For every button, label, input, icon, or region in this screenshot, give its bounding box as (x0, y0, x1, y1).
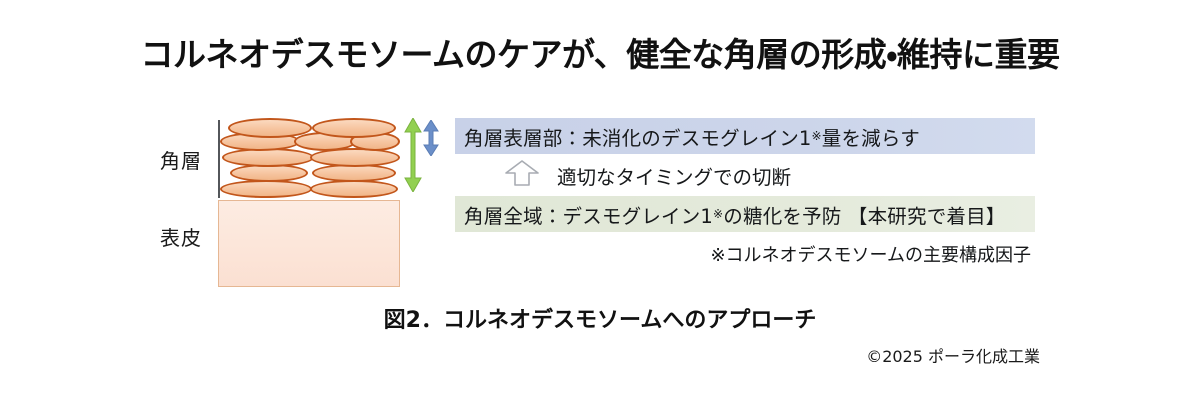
info-box-corneum-whole-suffix: の糖化を予防 【本研究で着目】 (723, 204, 1006, 228)
timing-text: 適切なタイミングでの切断 (557, 165, 792, 189)
skin-cross-section-diagram: 角層 表皮 (150, 110, 450, 290)
corneocyte-cell (310, 148, 400, 167)
info-box-corneum-surface-prefix: 角層表層部： (464, 126, 583, 150)
info-box-corneum-whole-prefix: 角層全域： (464, 204, 563, 228)
info-box-corneum-whole: 角層全域：デスモグレイン1※の糖化を予防 【本研究で着目】 (455, 196, 1035, 232)
footnote-marker-surface: ※ (811, 129, 822, 143)
info-box-corneum-surface: 角層表層部：未消化のデスモグレイン1※量を減らす (455, 118, 1035, 154)
timing-row: 適切なタイミングでの切断 (455, 154, 1035, 196)
footnote-text: ※コルネオデスモソームの主要構成因子 (710, 245, 1031, 266)
layer-label-stratum-corneum: 角層 (160, 149, 202, 173)
info-box-corneum-surface-suffix: 量を減らす (821, 126, 920, 150)
layer-label-epidermis: 表皮 (160, 226, 202, 250)
corneocyte-cell (228, 118, 312, 138)
copyright-notice: ©2025 ポーラ化成工業 (866, 347, 1040, 366)
double-arrow-surface-span-icon (423, 119, 439, 160)
corneocyte-cell (220, 180, 312, 198)
page-title: コルネオデスモソームのケアが、健全な角層の形成・維持に重要 (140, 35, 1060, 74)
info-box-corneum-whole-body: デスモグレイン1 (562, 204, 714, 228)
figure-caption: 図2．コルネオデスモソームへのアプローチ (383, 308, 817, 333)
corneocyte-cell (222, 148, 314, 167)
epidermis-block (218, 200, 400, 287)
info-box-corneum-surface-body: 未消化のデスモグレイン1 (582, 126, 812, 150)
outlined-up-arrow-icon (505, 160, 539, 190)
corneocyte-cell (312, 118, 396, 138)
corneocyte-cell (310, 180, 398, 198)
corneocyte-stack (220, 118, 400, 200)
info-panel: 角層表層部：未消化のデスモグレイン1※量を減らす 適切なタイミングでの切断 角層… (455, 118, 1035, 267)
footnote-marker-whole: ※ (713, 207, 724, 221)
double-arrow-corneum-span-icon (404, 116, 422, 196)
bracket-line-stratum-corneum (218, 120, 220, 198)
